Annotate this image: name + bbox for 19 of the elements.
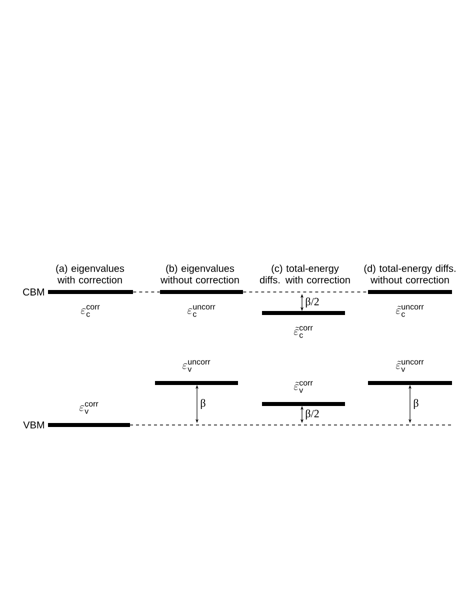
level-label: $\tilde{\varepsilon}_{\mathrm{v}}^{\mathrm{corr}}$ [294, 381, 313, 393]
dimension-label: β/2 [306, 297, 319, 308]
level-label: $\varepsilon_{\mathrm{c}}^{\mathrm{uncorr}}$ [187, 305, 216, 317]
column-heading: (b) eigenvalues without correction [160, 264, 239, 284]
dimension-label: β [200, 398, 206, 410]
energy-level-bar [48, 423, 130, 427]
level-label: $\varepsilon_{\mathrm{v}}^{\mathrm{uncorr}}$ [182, 360, 210, 372]
energy-level-bar [368, 290, 452, 294]
level-label: $\tilde{\varepsilon}_{\mathrm{c}}^{\mathrm{uncorr}}$ [396, 305, 424, 317]
level-label: $\tilde{\varepsilon}_{\mathrm{c}}^{\mathrm{corr}}$ [294, 326, 313, 338]
column-heading: (a) eigenvalues with correction [56, 264, 124, 284]
level-label: $\tilde{\varepsilon}_{\mathrm{v}}^{\mathrm{uncorr}}$ [396, 360, 424, 372]
column-heading: (d) total-energy diffs. without correction [364, 264, 456, 284]
level-label: $\varepsilon_{\mathrm{v}}^{\mathrm{corr}}$ [79, 402, 98, 414]
level-label: $\varepsilon_{\mathrm{c}}^{\mathrm{corr}}$ [80, 305, 100, 317]
column-heading: (c) total-energy diffs. with correction [260, 264, 350, 284]
dimension-label: β [414, 398, 418, 410]
energy-level-bar [48, 290, 133, 294]
energy-level-bar [160, 290, 243, 294]
